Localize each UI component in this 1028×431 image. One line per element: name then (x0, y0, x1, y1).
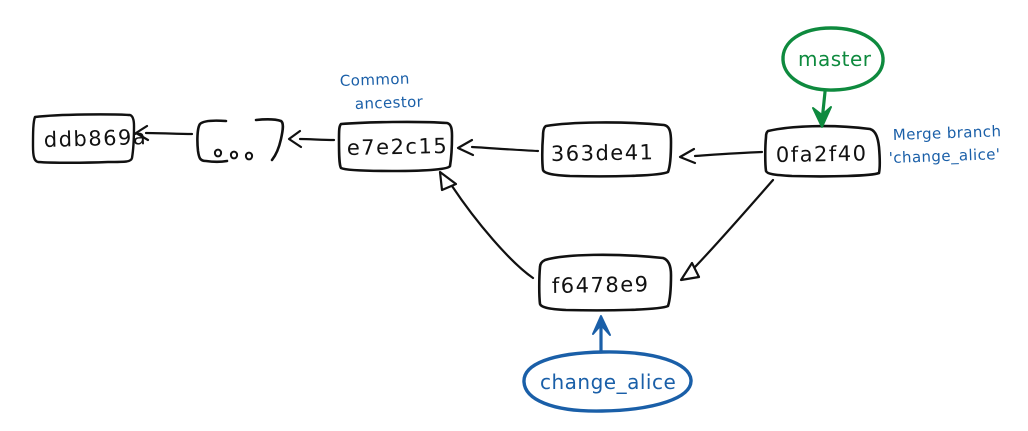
commit-box-outline (337, 120, 454, 173)
ellipsis-dot-3 (244, 151, 254, 161)
commit-hash-label: ddb869a (43, 125, 147, 152)
commit-hash-label: e7e2c15 (347, 134, 449, 160)
edge-0fa2f40-to-f6478e9 (679, 178, 775, 282)
branch-label-master: master (798, 47, 872, 71)
arrowhead-open (679, 261, 701, 282)
ellipsis-bracket-right (254, 118, 285, 162)
annotation-line-2: ancestor (355, 93, 424, 113)
edge-line (144, 131, 194, 136)
ellipsis-dot-2 (229, 150, 239, 160)
edge-363de41-to-e7e2c15 (456, 138, 540, 157)
commit-node-ddb869a[interactable]: ddb869a (31, 113, 148, 164)
branch-ellipse-outline (781, 26, 885, 92)
branch-label-change-alice: change_alice (540, 370, 676, 394)
commit-node-ellipsis[interactable] (196, 118, 285, 164)
annotation-line-2: 'change_alice' (889, 145, 1001, 168)
edge-master-to-0fa2f40 (812, 90, 832, 128)
arrowhead-open (287, 129, 303, 149)
arrowhead-open (678, 147, 697, 165)
annotation-common-ancestor: Common ancestor (340, 70, 424, 113)
commit-box-outline (31, 113, 136, 164)
edge-line (450, 184, 535, 280)
commit-node-f6478e9[interactable]: f6478e9 (537, 253, 673, 312)
edge-ellipsis-to-ddb869a (134, 124, 194, 142)
commit-node-363de41[interactable]: 363de41 (540, 121, 673, 178)
edge-change-alice-to-f6478e9 (592, 315, 611, 354)
commit-node-0fa2f40[interactable]: 0fa2f40 (763, 124, 882, 178)
ellipsis-bracket-left (196, 119, 229, 164)
edge-line (470, 145, 540, 153)
edge-line (693, 178, 775, 269)
edge-line (693, 150, 764, 158)
branch-ellipse-outline (522, 350, 693, 413)
annotation-line-1: Merge branch (893, 122, 1002, 144)
annotation-merge-message: Merge branch 'change_alice' (889, 122, 1002, 168)
edge-line (298, 137, 336, 142)
annotation-line-1: Common (340, 70, 411, 90)
edge-0fa2f40-to-363de41 (678, 147, 764, 165)
commit-hash-label: f6478e9 (552, 272, 650, 298)
edge-f6478e9-to-e7e2c15 (438, 170, 535, 280)
commit-node-e7e2c15[interactable]: e7e2c15 (337, 120, 454, 173)
arrowhead-open (438, 170, 458, 192)
commit-hash-label: 0fa2f40 (776, 141, 868, 167)
arrowhead-open (134, 124, 150, 142)
commit-box-outline (537, 253, 673, 312)
commit-box-outline (763, 124, 882, 178)
arrowhead-open (456, 138, 475, 157)
edge-e7e2c15-to-ellipsis (287, 129, 336, 149)
commit-hash-label: 363de41 (551, 140, 655, 166)
branch-node-change-alice[interactable]: change_alice (522, 350, 693, 413)
ellipsis-dot-1 (213, 148, 223, 158)
branch-node-master[interactable]: master (781, 26, 885, 92)
arrowhead-solid (592, 315, 611, 336)
commit-box-outline (540, 121, 673, 178)
arrowhead-solid (812, 106, 832, 128)
